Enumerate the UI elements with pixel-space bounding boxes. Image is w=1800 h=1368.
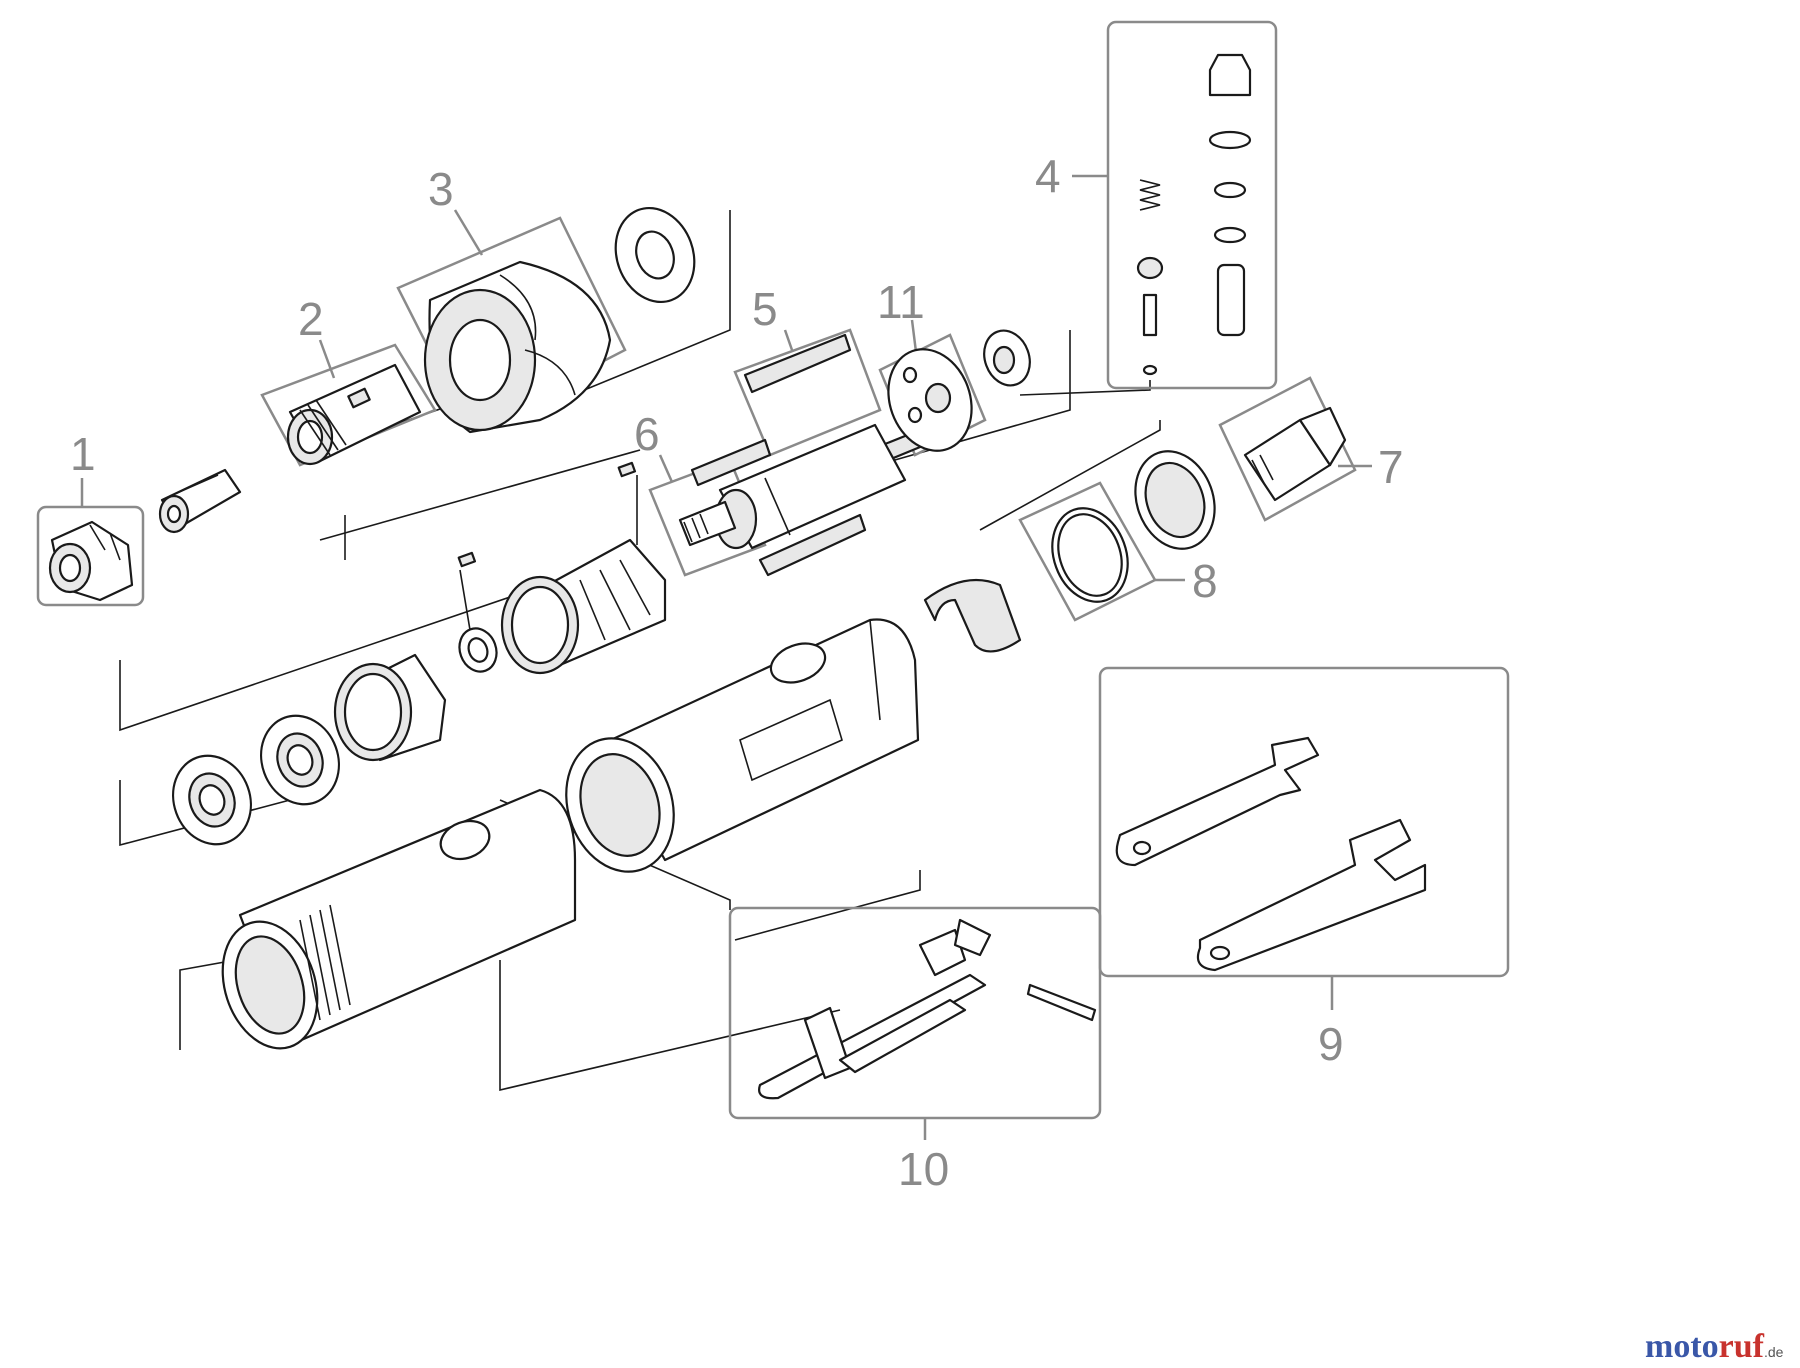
callout-11: 11 <box>877 276 925 328</box>
callout-3: 3 <box>428 163 454 215</box>
front-bearing-1 <box>260 714 340 806</box>
rear-bearing <box>983 329 1031 387</box>
watermark-logo: motoruf.de <box>1645 1328 1783 1366</box>
motor-housing <box>565 618 920 873</box>
box-part-4 <box>1106 20 1278 390</box>
collet <box>158 468 242 534</box>
handle-housing <box>221 788 577 1050</box>
callout-9: 9 <box>1318 1018 1344 1070</box>
callout-4: 4 <box>1035 150 1061 202</box>
watermark-part-3: .de <box>1763 1344 1784 1360</box>
throttle-valve <box>1243 406 1347 502</box>
collet-nut <box>48 520 134 602</box>
watermark-part-2: ruf <box>1718 1328 1764 1365</box>
box-part-5 <box>733 328 882 457</box>
callout-numbers: 1 2 3 4 5 6 11 7 8 9 10 <box>70 150 1404 1195</box>
callout-6: 6 <box>634 408 660 460</box>
trigger-lever <box>758 918 1097 1100</box>
sleeve <box>333 653 447 762</box>
rotor <box>678 423 907 550</box>
callout-10: 10 <box>898 1143 949 1195</box>
washer-front <box>614 206 696 304</box>
leader-lines <box>80 174 1372 1140</box>
front-bearing-2 <box>172 754 252 846</box>
callout-8: 8 <box>1192 555 1218 607</box>
muffler <box>923 578 1022 653</box>
front-housing-cap <box>423 260 612 434</box>
box-part-9 <box>1098 666 1510 978</box>
box-part-7 <box>1218 376 1357 522</box>
box-part-1 <box>36 505 145 607</box>
box-part-10 <box>728 906 1102 1120</box>
wrench-large <box>1196 818 1427 972</box>
callout-5: 5 <box>752 283 778 335</box>
spindle <box>286 363 422 466</box>
cylinder <box>500 538 667 675</box>
housing-o-ring <box>1051 507 1129 603</box>
callout-7: 7 <box>1378 441 1404 493</box>
air-inlet-assembly <box>1136 53 1252 376</box>
rear-end-plate <box>887 348 973 452</box>
callout-1: 1 <box>70 428 96 480</box>
wrench-small <box>1115 736 1320 867</box>
callout-2: 2 <box>298 293 324 345</box>
exhaust-deflector <box>1134 450 1216 550</box>
small-pins <box>457 461 637 568</box>
watermark-part-1: moto <box>1645 1328 1719 1365</box>
small-o-ring <box>458 627 498 673</box>
